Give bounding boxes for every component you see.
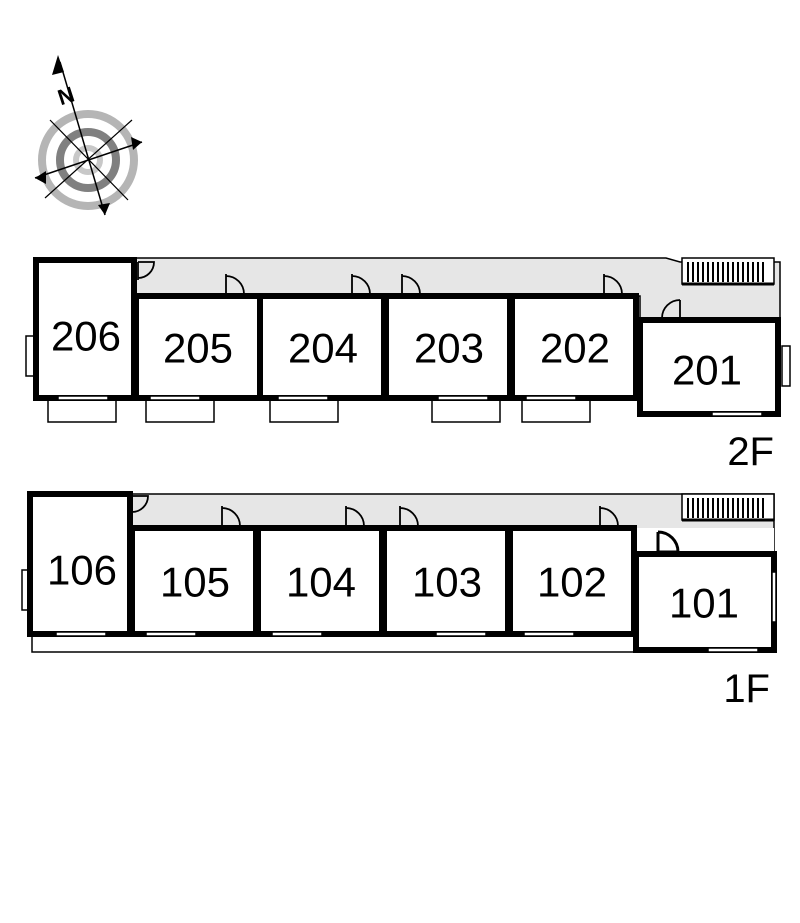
unit-202[interactable]: [509, 293, 639, 401]
floor-1f: 106 105 104 103 102 101 1F: [21, 491, 777, 711]
unit-label-102: 102: [537, 559, 607, 606]
window-icon: [25, 335, 35, 377]
balconies-2f: [47, 399, 591, 423]
unit-204[interactable]: [257, 293, 387, 401]
unit-103[interactable]: [381, 525, 511, 637]
unit-206[interactable]: [33, 257, 137, 401]
unit-label-103: 103: [412, 559, 482, 606]
north-label: N: [55, 82, 78, 111]
unit-label-204: 204: [288, 325, 358, 372]
unit-201[interactable]: [637, 317, 781, 417]
door-icons-1f: [131, 495, 680, 554]
ground-strip: [31, 635, 637, 653]
stairs-2f-icon: [681, 257, 775, 286]
unit-label-202: 202: [540, 325, 610, 372]
unit-label-105: 105: [160, 559, 230, 606]
door-icons-2f: [137, 261, 681, 319]
floor-label-1f: 1F: [723, 667, 770, 711]
floor-label-2f: 2F: [727, 430, 774, 474]
compass-icon: N: [34, 55, 143, 216]
unit-label-201: 201: [672, 347, 742, 394]
unit-label-104: 104: [286, 559, 356, 606]
unit-label-206: 206: [51, 313, 121, 360]
unit-label-203: 203: [414, 325, 484, 372]
window-icon: [781, 345, 791, 387]
unit-label-205: 205: [163, 325, 233, 372]
unit-label-101: 101: [669, 580, 739, 627]
floor-2f: 206 205 204 203 202 201 2F: [25, 257, 791, 474]
unit-label-106: 106: [47, 547, 117, 594]
stairs-1f-icon: [681, 493, 775, 522]
